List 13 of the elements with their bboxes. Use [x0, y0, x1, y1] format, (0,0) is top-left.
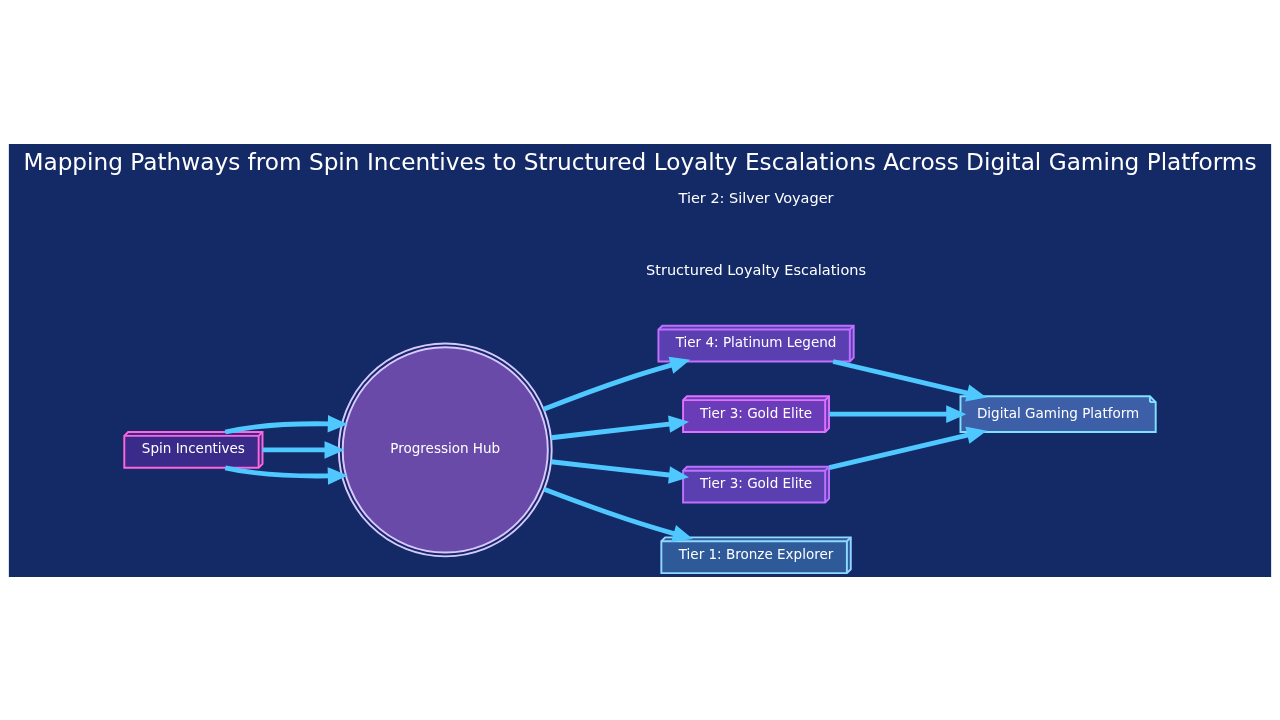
arrow	[262, 440, 345, 459]
label: Structured Loyalty Escalations	[646, 261, 867, 278]
arrow	[224, 414, 348, 434]
arrow	[832, 358, 987, 402]
arrow	[224, 464, 348, 485]
arrow	[543, 486, 693, 542]
arrow	[542, 356, 691, 412]
arrow	[828, 426, 987, 470]
label: Tier 2: Silver Voyager	[678, 189, 834, 206]
arrow	[550, 414, 689, 440]
diagram-title: Mapping Pathways from Spin Incentives to Structured Loyalty Escalations Across Digital Gaming Platforms	[23, 147, 1257, 175]
arrow	[550, 458, 689, 484]
arrow	[829, 404, 967, 423]
